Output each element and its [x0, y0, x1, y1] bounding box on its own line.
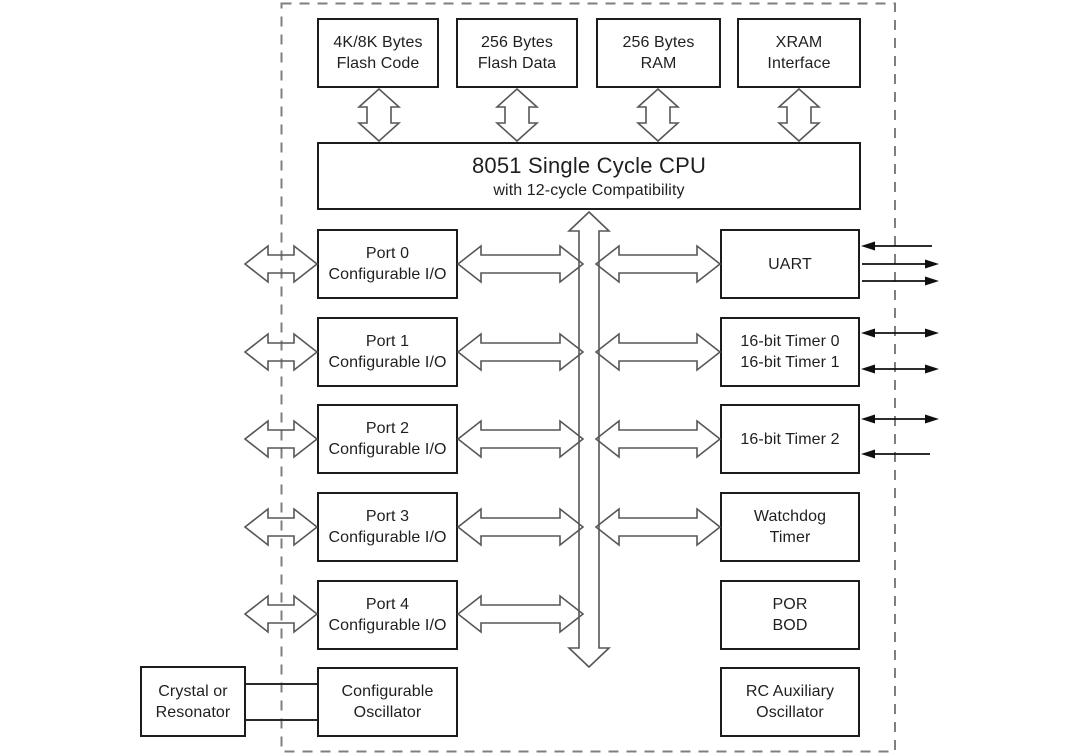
- block-label: POR: [772, 596, 808, 613]
- block-label: Oscillator: [353, 704, 422, 721]
- block-label: 16-bit Timer 2: [740, 430, 840, 448]
- port0-bus-arrow: [456, 244, 585, 284]
- block-port-4: Port 4 Configurable I/O: [317, 580, 458, 650]
- block-watchdog-timer: Watchdog Timer: [720, 492, 860, 562]
- block-label: 16-bit Timer 0: [740, 333, 840, 350]
- port2-external-io-arrow: [243, 419, 319, 459]
- block-label: Crystal or: [158, 682, 228, 700]
- block-label: Oscillator: [756, 704, 824, 721]
- port1-bus-arrow: [456, 332, 585, 372]
- port2-bus-arrow: [456, 419, 585, 459]
- uart-tx2-arrowhead-icon: [925, 276, 939, 286]
- block-label: RC Auxiliary: [745, 683, 835, 700]
- timer1-right-arrowhead-icon: [925, 364, 939, 374]
- timer2-right-arrowhead-icon: [925, 414, 939, 424]
- block-label: Interface: [767, 55, 831, 72]
- block-label: Configurable I/O: [328, 441, 447, 458]
- block-label: 16-bit Timer 1: [740, 354, 840, 371]
- block-cpu: 8051 Single Cycle CPU with 12-cycle Comp…: [317, 142, 861, 210]
- block-label: Watchdog: [753, 508, 827, 525]
- block-label: Port 4: [365, 596, 410, 613]
- block-label: Port 0: [365, 245, 410, 262]
- timer2-left-arrowhead-icon: [861, 414, 875, 424]
- block-label: Resonator: [155, 703, 231, 721]
- timer0-left-arrowhead-icon: [861, 328, 875, 338]
- block-port-3: Port 3 Configurable I/O: [317, 492, 458, 562]
- port1-external-io-arrow: [243, 332, 319, 372]
- cpu-subtitle: with 12-cycle Compatibility: [493, 181, 685, 199]
- port3-external-io-arrow: [243, 507, 319, 547]
- timer1-left-arrowhead-icon: [861, 364, 875, 374]
- block-flash-code: 4K/8K Bytes Flash Code: [317, 18, 439, 88]
- block-label: Timer: [769, 529, 811, 546]
- timer2-input-arrowhead-icon: [861, 449, 875, 459]
- block-label: RAM: [640, 55, 677, 72]
- block-xram-interface: XRAM Interface: [737, 18, 861, 88]
- cpu-peripheral-bus-arrow: [566, 210, 612, 669]
- block-label: 256 Bytes: [480, 34, 554, 51]
- block-rc-aux-oscillator: RC Auxiliary Oscillator: [720, 667, 860, 737]
- block-label: UART: [768, 255, 812, 273]
- port4-bus-arrow: [456, 594, 585, 634]
- port3-bus-arrow: [456, 507, 585, 547]
- block-por-bod: POR BOD: [720, 580, 860, 650]
- bidirectional-arrow-xram-cpu: [776, 87, 822, 143]
- block-port-0: Port 0 Configurable I/O: [317, 229, 458, 299]
- cpu-title: 8051 Single Cycle CPU: [471, 152, 707, 178]
- block-label: BOD: [772, 617, 808, 634]
- block-label: Configurable: [341, 683, 434, 700]
- block-label: Port 3: [365, 508, 410, 525]
- bidirectional-arrow-flash-data-cpu: [494, 87, 540, 143]
- block-label: Port 2: [365, 420, 410, 437]
- bus-watchdog-arrow: [594, 507, 722, 547]
- bidirectional-arrow-flash-code-cpu: [356, 87, 402, 143]
- port0-external-io-arrow: [243, 244, 319, 284]
- block-label: XRAM: [775, 34, 823, 51]
- block-label: Flash Data: [477, 55, 557, 72]
- block-label: Configurable I/O: [328, 354, 447, 371]
- uart-tx-arrowhead-icon: [925, 259, 939, 269]
- bus-timer01-arrow: [594, 332, 722, 372]
- block-label: Configurable I/O: [328, 266, 447, 283]
- block-uart: UART: [720, 229, 860, 299]
- block-label: Configurable I/O: [328, 529, 447, 546]
- bidirectional-arrow-ram-cpu: [635, 87, 681, 143]
- bus-timer2-arrow: [594, 419, 722, 459]
- uart-rx-arrowhead-icon: [861, 241, 875, 251]
- block-crystal-resonator: Crystal or Resonator: [140, 666, 246, 737]
- block-ram: 256 Bytes RAM: [596, 18, 721, 88]
- block-label: Port 1: [365, 333, 410, 350]
- block-port-1: Port 1 Configurable I/O: [317, 317, 458, 387]
- block-flash-data: 256 Bytes Flash Data: [456, 18, 578, 88]
- timer0-right-arrowhead-icon: [925, 328, 939, 338]
- block-timer-0-1: 16-bit Timer 0 16-bit Timer 1: [720, 317, 860, 387]
- block-label: 4K/8K Bytes: [333, 34, 423, 51]
- port4-external-io-arrow: [243, 594, 319, 634]
- block-label: Flash Code: [336, 55, 420, 72]
- block-port-2: Port 2 Configurable I/O: [317, 404, 458, 474]
- block-label: Configurable I/O: [328, 617, 447, 634]
- block-configurable-oscillator: Configurable Oscillator: [317, 667, 458, 737]
- block-timer-2: 16-bit Timer 2: [720, 404, 860, 474]
- block-label: 256 Bytes: [622, 34, 695, 51]
- bus-uart-arrow: [594, 244, 722, 284]
